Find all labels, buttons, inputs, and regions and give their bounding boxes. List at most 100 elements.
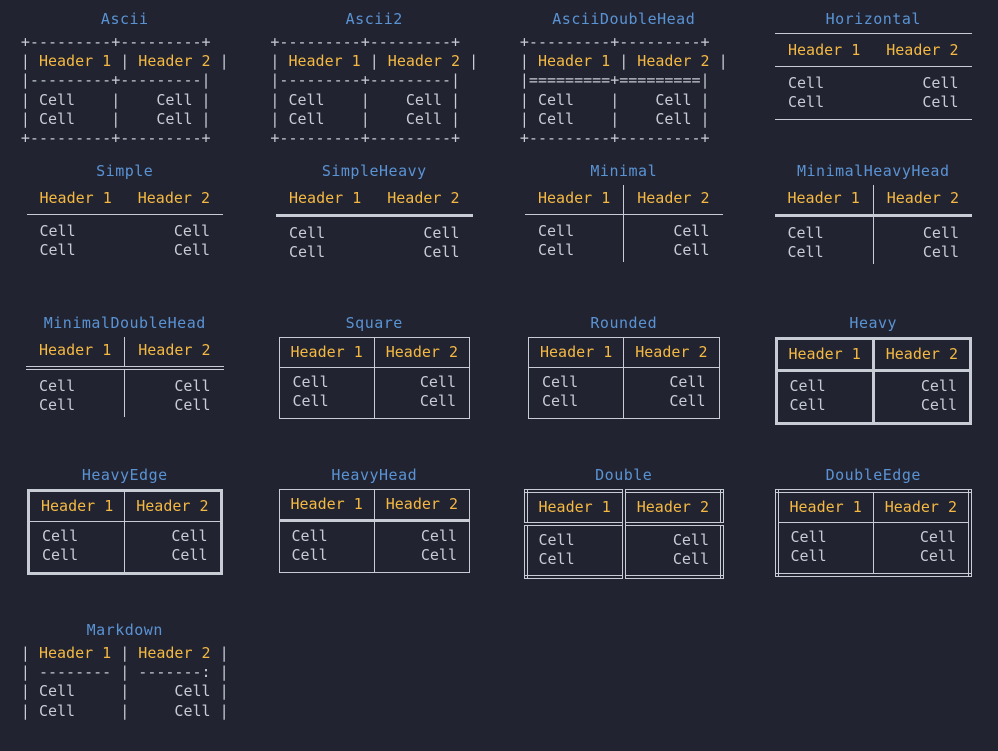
column-header-2: Header 2 bbox=[387, 189, 460, 207]
cell-value: Cell bbox=[922, 224, 959, 242]
column-header-2: Header 2 bbox=[385, 495, 458, 513]
table-container: +---------+---------+ | Header 1 | Heade… bbox=[499, 33, 749, 148]
cell-value: Cell bbox=[420, 546, 457, 564]
box-style-title: MinimalDoubleHead bbox=[43, 314, 206, 332]
column-header-1: Header 1 bbox=[28, 490, 126, 522]
box-style-panel-ascii2: Ascii2 +---------+---------+ | Header 1 |… bbox=[250, 0, 500, 152]
cell-value: Cell bbox=[538, 222, 575, 240]
cell-value: Cell bbox=[538, 531, 575, 549]
cell-value: Cell bbox=[790, 528, 827, 546]
cell-value: Cell bbox=[922, 74, 959, 92]
ascii-art-table: +---------+---------+ | Header 1 | Heade… bbox=[270, 33, 479, 148]
cell-value: Cell bbox=[42, 527, 79, 545]
cell-value: Cell bbox=[538, 241, 575, 259]
box-style-title: HeavyHead bbox=[331, 466, 418, 484]
column-header-2: Header 2 bbox=[636, 498, 709, 516]
table-header-row: Header 1 Header 2 bbox=[276, 185, 473, 216]
cell-value: Cell bbox=[788, 93, 825, 111]
cell-value: Cell bbox=[920, 396, 957, 414]
column-header-2: Header 2 bbox=[137, 189, 210, 207]
box-style-title: Horizontal bbox=[825, 10, 921, 28]
box-style-title: HeavyEdge bbox=[81, 466, 168, 484]
cell-value: Cell bbox=[669, 392, 706, 410]
cell-value: Cell bbox=[672, 531, 709, 549]
box-style-title: Ascii bbox=[100, 10, 149, 28]
cell-value: Cell bbox=[922, 243, 959, 261]
column-header-2: Header 2 bbox=[136, 497, 209, 515]
column-header-2: Header 2 bbox=[138, 341, 211, 359]
cell-value: Cell bbox=[787, 224, 824, 242]
cell-value: Cell bbox=[920, 377, 957, 395]
cell-value: Cell bbox=[292, 373, 329, 391]
cell-value: Cell bbox=[672, 550, 709, 568]
cell-value: Cell bbox=[42, 546, 79, 564]
cell-value: Cell bbox=[789, 377, 826, 395]
cell-value: Cell bbox=[174, 377, 211, 395]
column-header-2: Header 2 bbox=[886, 41, 959, 59]
box-style-title: Ascii2 bbox=[345, 10, 403, 28]
column-header-1: Header 1 bbox=[279, 489, 375, 521]
column-header-1: Header 1 bbox=[289, 189, 362, 207]
box-style-title: MinimalHeavyHead bbox=[797, 162, 950, 180]
cell-value: Cell bbox=[789, 396, 826, 414]
cell-value: Cell bbox=[673, 241, 710, 259]
table-container: +---------+---------+ | Header 1 | Heade… bbox=[0, 33, 250, 148]
cell-value: Cell bbox=[291, 546, 328, 564]
cell-value: Cell bbox=[39, 241, 76, 259]
cell-value: Cell bbox=[790, 547, 827, 565]
box-style-title: Heavy bbox=[849, 314, 898, 332]
box-style-title: Square bbox=[345, 314, 403, 332]
column-header-2: Header 2 bbox=[886, 189, 959, 207]
cell-value: Cell bbox=[919, 547, 956, 565]
